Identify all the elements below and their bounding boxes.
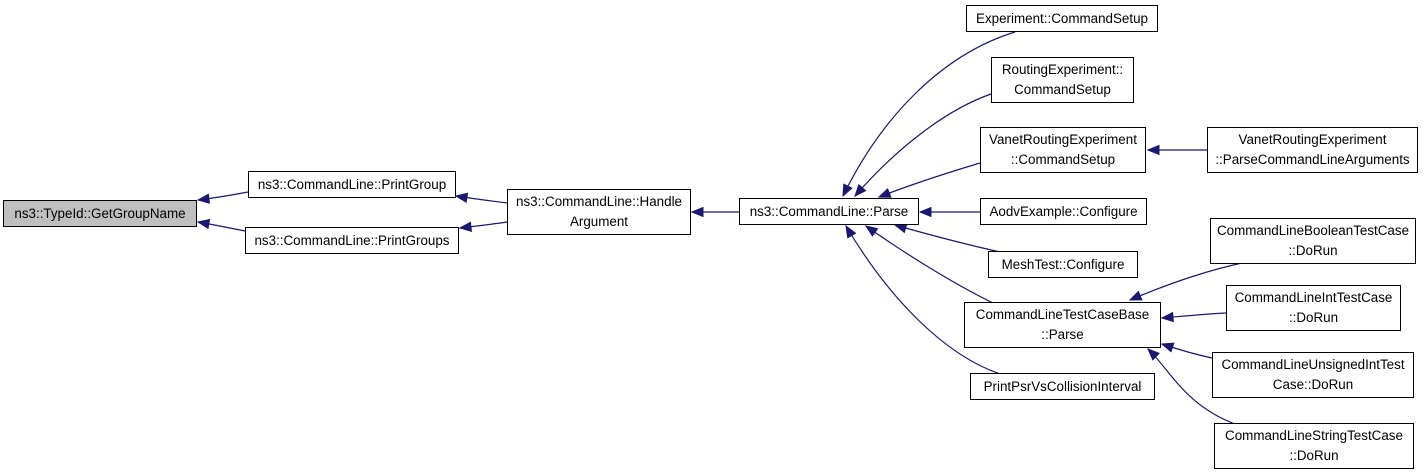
node-commandline-printgroup[interactable]: ns3::CommandLine::PrintGroup (248, 171, 456, 198)
node-label-line: CommandSetup (1014, 82, 1111, 97)
arrow-head-icon (196, 193, 211, 204)
node-vanetroutingexperiment-parsecommandlinearguments[interactable]: VanetRoutingExperiment::ParseCommandLine… (1207, 127, 1418, 173)
node-label-line: Argument (569, 214, 629, 229)
edge-line (865, 225, 994, 304)
node-label-line: CommandLineUnsignedIntTest (1221, 357, 1405, 372)
edge-handleargument-to-printgroups (458, 221, 508, 232)
edge-line (878, 162, 981, 198)
node-label-line: PrintPsrVsCollisionInterval (983, 378, 1142, 394)
node-label-line: Case::DoRun (1272, 377, 1354, 392)
node-label-line: Experiment::CommandSetup (976, 10, 1148, 26)
node-label-line: ns3::CommandLine::Handle (516, 194, 682, 209)
node-label-line: ns3::TypeId::GetGroupName (14, 205, 186, 221)
arrow-head-icon (458, 221, 473, 232)
edge-parse-to-handleargument (690, 206, 739, 218)
node-label-line: ns3::CommandLine::PrintGroups (254, 232, 450, 248)
arrow-head-icon (1146, 144, 1160, 156)
node-experiment-commandsetup[interactable]: Experiment::CommandSetup (966, 5, 1158, 32)
edge-booleantest-to-testcasebase (1128, 262, 1243, 301)
node-printpsrvscollisioninterval[interactable]: PrintPsrVsCollisionInterval (970, 373, 1155, 400)
node-label-line: CommandLineBooleanTestCase (1216, 223, 1410, 238)
edge-meshtest-to-parse (893, 223, 1001, 253)
edge-printpsr-to-parse (845, 224, 1001, 375)
arrow-head-icon (864, 225, 879, 237)
node-label-line: ::Parse (1041, 327, 1084, 342)
node-label-line: VanetRoutingExperiment (989, 132, 1137, 147)
node-label-line: MeshTest::Configure (1001, 256, 1125, 272)
node-commandlinetestcasebase-parse[interactable]: CommandLineTestCaseBase::Parse (964, 302, 1161, 348)
node-stringtestcase-dorun[interactable]: CommandLineStringTestCase::DoRun (1214, 423, 1414, 469)
node-label-line: ::CommandSetup (1010, 152, 1116, 167)
edge-unsignedtest-to-testcasebase (1160, 342, 1213, 359)
node-label-line: ::DoRun (1288, 243, 1338, 258)
node-aodvexample-configure[interactable]: AodvExample::Configure (980, 198, 1147, 225)
arrow-head-icon (1147, 348, 1160, 361)
node-typeid-getgroupname: ns3::TypeId::GetGroupName (3, 200, 197, 227)
edge-line (1129, 262, 1243, 301)
edge-aodv-to-parse (918, 206, 980, 218)
node-commandline-printgroups[interactable]: ns3::CommandLine::PrintGroups (245, 227, 459, 254)
edge-routingexperiment-to-parse (854, 93, 992, 197)
edge-vanetparse-to-vanetsetup (1146, 144, 1207, 156)
edge-experiment-to-parse (842, 31, 1016, 198)
edge-vanetsetup-to-parse (877, 162, 981, 198)
arrow-head-icon (845, 224, 857, 239)
edge-inttest-to-testcasebase (1160, 311, 1227, 323)
edge-line (842, 31, 1016, 197)
arrow-head-icon (918, 206, 932, 218)
node-label-line: CommandLineTestCaseBase (975, 307, 1150, 322)
arrow-head-icon (842, 183, 853, 198)
node-meshtest-configure[interactable]: MeshTest::Configure (988, 251, 1138, 278)
node-label-line: ::DoRun (1289, 448, 1339, 463)
node-label-line: CommandLineStringTestCase (1225, 428, 1403, 443)
arrow-head-icon (1160, 342, 1175, 353)
arrow-head-icon (854, 183, 867, 197)
edge-testcasebase-to-parse (864, 225, 994, 304)
node-inttestcase-dorun[interactable]: CommandLineIntTestCase::DoRun (1226, 285, 1401, 331)
node-vanetroutingexperiment-commandsetup[interactable]: VanetRoutingExperiment::CommandSetup (980, 127, 1146, 173)
arrow-head-icon (454, 192, 469, 203)
arrow-head-icon (1160, 311, 1174, 323)
arrow-head-icon (196, 218, 211, 230)
node-label-line: VanetRoutingExperiment (1238, 132, 1387, 147)
node-routingexperiment-commandsetup[interactable]: RoutingExperiment::CommandSetup (991, 57, 1134, 103)
arrow-head-icon (877, 187, 892, 198)
edge-handleargument-to-printgroup (454, 192, 508, 204)
node-label-line: CommandLineIntTestCase (1234, 290, 1393, 305)
node-label-line: RoutingExperiment:: (1001, 62, 1124, 77)
node-commandline-parse[interactable]: ns3::CommandLine::Parse (739, 198, 919, 225)
edge-line (845, 225, 1001, 375)
node-label-line: ::ParseCommandLineArguments (1215, 152, 1410, 167)
edge-line (894, 224, 1001, 253)
edge-line (854, 93, 992, 197)
node-label-line: AodvExample::Configure (989, 203, 1138, 219)
edge-stringtest-to-testcasebase (1147, 348, 1236, 425)
node-label-line: ::DoRun (1288, 310, 1339, 325)
arrow-head-icon (690, 206, 704, 218)
arrow-head-icon (1128, 290, 1143, 301)
edge-printgroup-to-getgroupname (196, 191, 249, 204)
node-label-line: ns3::CommandLine::Parse (749, 203, 909, 219)
node-label-line: ns3::CommandLine::PrintGroup (257, 176, 447, 192)
node-booleantestcase-dorun[interactable]: CommandLineBooleanTestCase::DoRun (1210, 218, 1416, 264)
edge-printgroups-to-getgroupname (196, 218, 246, 232)
